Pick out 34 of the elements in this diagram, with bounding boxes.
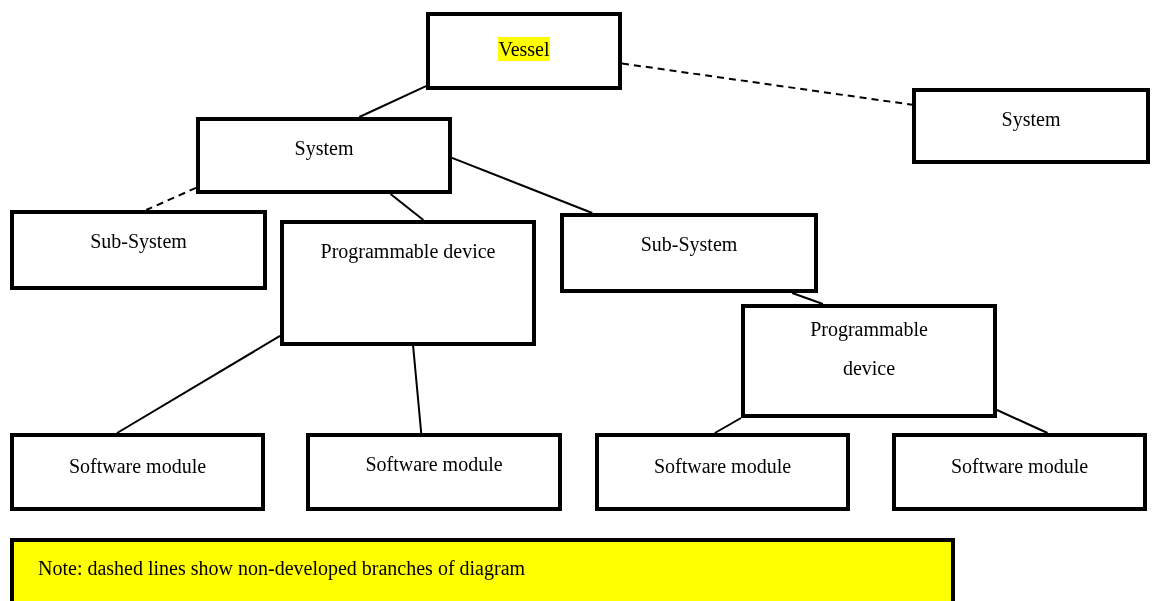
connector-line [996,409,1049,434]
box-label: System [1001,107,1061,133]
box-label: Programmable device [809,317,929,381]
hierarchy-box [912,88,1150,164]
connector-line [412,345,423,434]
box-label: Sub-System [90,229,187,255]
box-label: Software module [365,452,503,477]
box-label: Software module [950,454,1089,479]
hierarchy-box [741,304,997,418]
dashed-connector [621,62,913,106]
hierarchy-box [10,210,267,290]
box-label: Sub-System [640,232,738,258]
connector-line [358,85,427,118]
hierarchy-box [10,433,265,511]
box-label: Software module [68,454,207,479]
dashed-connector [145,186,197,211]
connector-line [791,292,824,305]
highlighted-label: Vessel [498,37,550,61]
box-label: System [294,136,354,162]
note-text: Note: dashed lines show non-developed branches of diagram [38,556,526,582]
hierarchy-box [892,433,1147,511]
box-label: Software module [653,454,792,479]
hierarchy-box [280,220,536,346]
connector-line [713,417,742,434]
connector-line [451,156,594,214]
connector-line [389,193,425,221]
box-label: Programmable device [320,239,496,265]
hierarchy-box [306,433,562,511]
note-box [10,538,955,601]
hierarchy-box [426,12,622,90]
hierarchy-box [595,433,850,511]
hierarchy-box [560,213,818,293]
hierarchy-box [196,117,452,194]
connector-line [116,334,281,434]
